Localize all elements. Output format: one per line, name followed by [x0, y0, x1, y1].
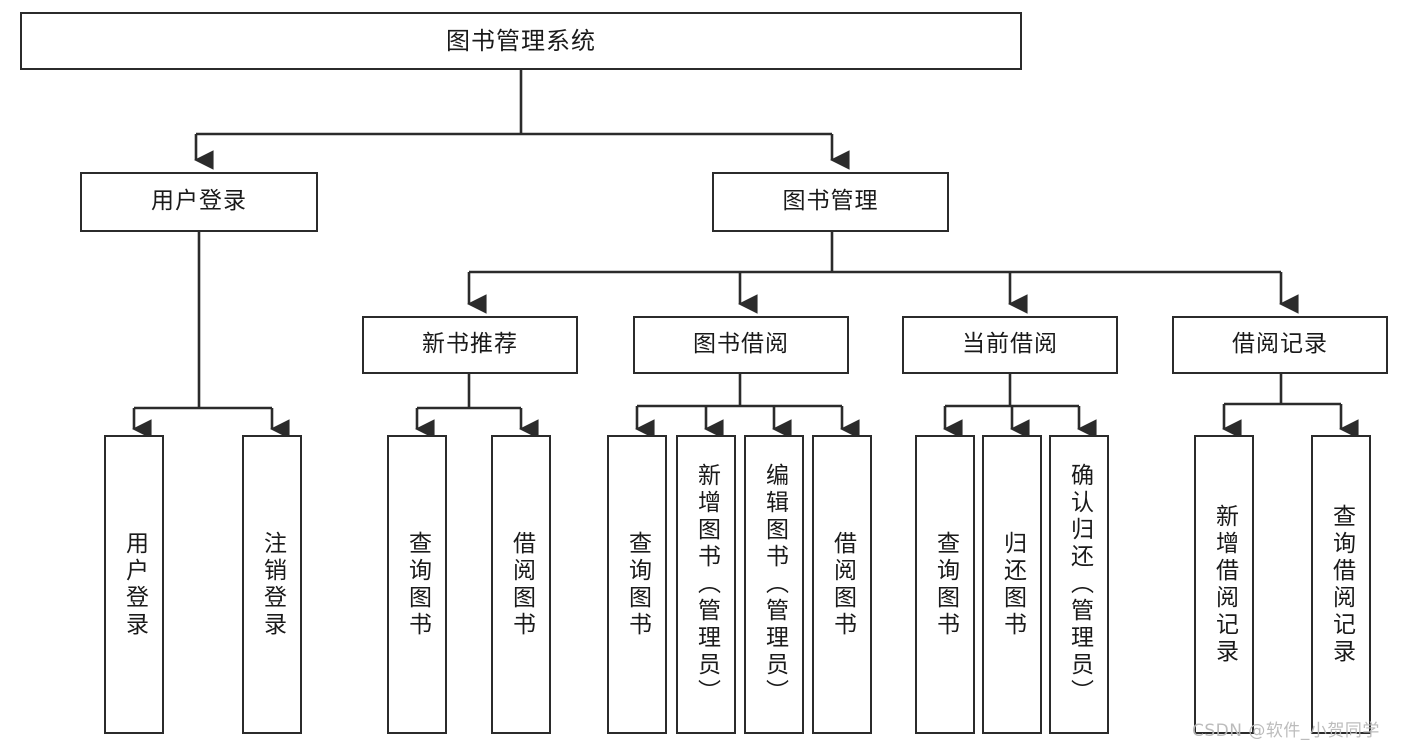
- leaf-new-book-borrow[interactable]: 借阅图书: [491, 435, 551, 734]
- node-label: 用户登录: [121, 530, 148, 639]
- node-label: 新增图书（管理员）: [693, 463, 720, 706]
- node-label: 查询图书: [404, 530, 431, 639]
- node-label: 用户登录: [151, 188, 247, 215]
- node-label: 查询图书: [932, 530, 959, 639]
- node-label: 注销登录: [259, 530, 286, 639]
- node-new-book-recommend[interactable]: 新书推荐: [362, 316, 578, 374]
- node-label: 查询图书: [624, 530, 651, 639]
- node-label: 新增借阅记录: [1211, 503, 1238, 666]
- node-label: 编辑图书（管理员）: [761, 463, 788, 706]
- node-label: 图书管理: [782, 188, 879, 215]
- leaf-user-login-signin[interactable]: 用户登录: [104, 435, 164, 734]
- node-label: 图书管理系统: [446, 26, 596, 55]
- node-user-login[interactable]: 用户登录: [80, 172, 318, 232]
- node-current-borrow[interactable]: 当前借阅: [902, 316, 1118, 374]
- leaf-book-borrow-query[interactable]: 查询图书: [607, 435, 667, 734]
- leaf-book-borrow-add[interactable]: 新增图书（管理员）: [676, 435, 736, 734]
- leaf-current-borrow-confirm-return[interactable]: 确认归还（管理员）: [1049, 435, 1109, 734]
- leaf-book-borrow-edit[interactable]: 编辑图书（管理员）: [744, 435, 804, 734]
- leaf-book-borrow-borrow[interactable]: 借阅图书: [812, 435, 872, 734]
- node-label: 归还图书: [999, 530, 1026, 639]
- leaf-new-book-query[interactable]: 查询图书: [387, 435, 447, 734]
- node-label: 当前借阅: [962, 331, 1058, 358]
- node-label: 借阅图书: [829, 530, 856, 639]
- node-label: 新书推荐: [422, 331, 518, 358]
- leaf-borrow-record-query[interactable]: 查询借阅记录: [1311, 435, 1371, 734]
- node-label: 借阅记录: [1232, 331, 1328, 358]
- node-label: 确认归还（管理员）: [1066, 463, 1093, 706]
- csdn-watermark: CSDN @软件_小贺同学: [1192, 721, 1380, 741]
- leaf-borrow-record-add[interactable]: 新增借阅记录: [1194, 435, 1254, 734]
- node-label: 查询借阅记录: [1328, 503, 1355, 666]
- leaf-current-borrow-query[interactable]: 查询图书: [915, 435, 975, 734]
- leaf-user-login-signout[interactable]: 注销登录: [242, 435, 302, 734]
- node-label: 借阅图书: [508, 530, 535, 639]
- node-label: 图书借阅: [693, 331, 789, 358]
- node-root-system[interactable]: 图书管理系统: [20, 12, 1022, 70]
- node-book-management[interactable]: 图书管理: [712, 172, 949, 232]
- node-book-borrow[interactable]: 图书借阅: [633, 316, 849, 374]
- node-borrow-record[interactable]: 借阅记录: [1172, 316, 1388, 374]
- leaf-current-borrow-return[interactable]: 归还图书: [982, 435, 1042, 734]
